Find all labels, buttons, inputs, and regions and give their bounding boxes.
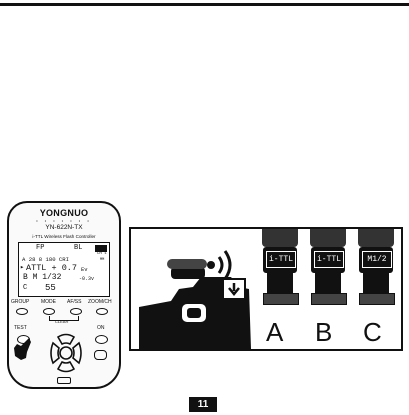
group-label: GROUP [11,299,29,305]
controller-decorative-dots: • • • • • • • [9,219,119,223]
lcd-minus: -0.3v [79,277,94,282]
bottom-slot [57,377,71,384]
flash-unit-b: i-TTL [307,229,349,311]
lcd-mm: MM [100,259,104,263]
afss-button[interactable] [70,308,82,315]
wireless-setup-illustration: i-TTL i-TTL M1/2 A B C [129,227,403,351]
flash-c-label: M1/2 [362,251,392,268]
dpad [49,333,83,373]
lcd-group-c: C [23,285,27,292]
wireless-signal-icon [207,251,230,279]
on-button[interactable] [95,335,108,344]
dpad-center-button [60,347,72,359]
pointer-arrow-icon: ▸ [20,265,24,272]
flash-b-label: i-TTL [314,251,344,268]
zoomch-button[interactable] [96,308,108,315]
lcd-attl: ATTL + 0.7 [26,264,77,273]
test-label: TEST [14,325,27,331]
dpad-down-button [58,362,74,372]
flash-unit-c: M1/2 [355,229,397,311]
flash-a-label: i-TTL [266,251,296,268]
page-number: 11 [189,397,217,412]
lcd-group-a: A 28 8 180 CRI [22,257,69,263]
lcd-group-b: B M 1/32 [23,274,61,282]
on-label: ON [97,325,105,331]
battery-icon [95,245,107,252]
controller-model: YN-622N-TX [9,224,119,231]
power-led [94,350,107,360]
controller-subtitle: i-TTL Wireless Flash Controller [9,234,119,239]
controller-brand: YONGNUO [9,208,119,218]
flash-units: i-TTL i-TTL M1/2 [259,229,399,314]
mode-label: MODE [41,299,56,305]
lcd-bl: BL [74,245,82,252]
flash-unit-a: i-TTL [259,229,301,311]
header-rule [0,3,409,6]
lcd-channel: CH 1 [97,252,107,256]
dpad-right-button [73,343,81,363]
pointing-hand-icon [11,336,33,362]
mode-button[interactable] [43,308,55,315]
group-button[interactable] [16,308,28,315]
lcd-screen: FP BL CH 1 A 28 8 180 CRI MM ▸ ATTL + 0.… [18,242,110,297]
dpad-up-button [58,335,74,345]
lcd-ev: Ev [81,267,88,273]
dpad-left-button [51,343,59,363]
lcd-fp: FP [36,245,44,252]
group-letter-a: A [266,317,283,348]
zoomch-label: ZOOM/CH [88,299,112,305]
lcd-c-value: 55 [45,284,56,293]
group-letter-c: C [363,317,382,348]
clear-label: CLEAR [55,319,68,324]
flash-controller-device: YONGNUO • • • • • • • YN-622N-TX i-TTL W… [7,201,121,389]
afss-label: AF/SS [67,299,81,305]
group-letter-b: B [315,317,332,348]
